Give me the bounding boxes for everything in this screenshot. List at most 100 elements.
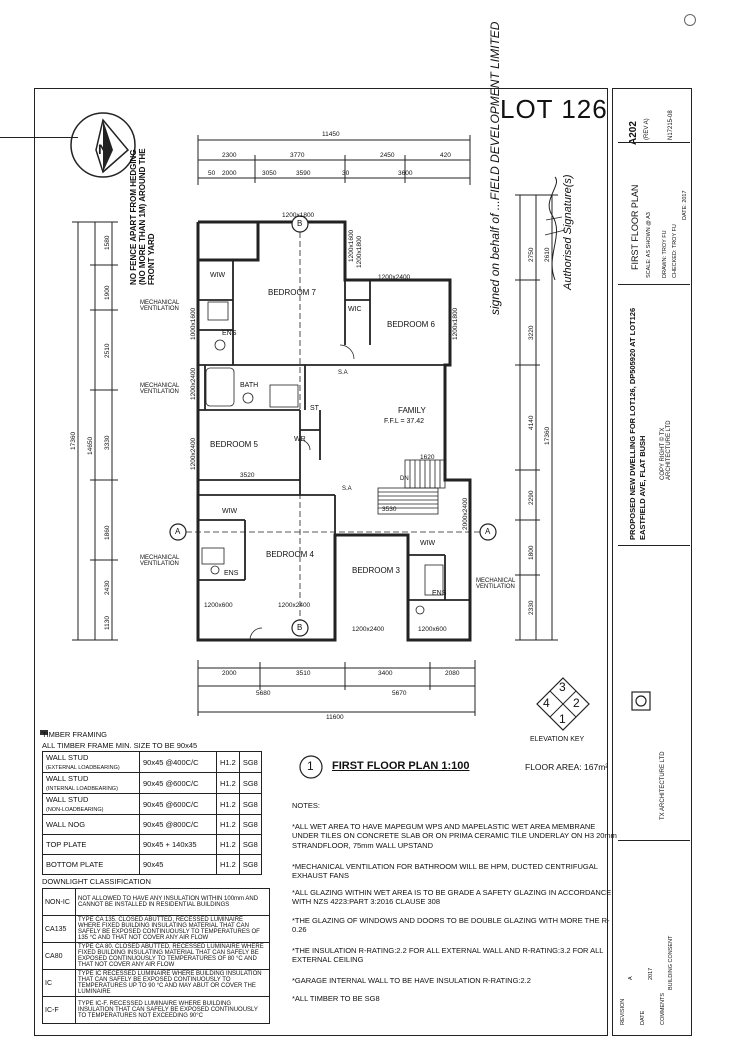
scale-text: SCALE: AS SHOWN @ A3 <box>646 212 652 278</box>
ventilation-label: MECHANICAL VENTILATION <box>140 555 180 567</box>
timber-treatment: H1.2 <box>216 751 240 773</box>
timber-treatment: H1.2 <box>216 772 240 794</box>
timber-member: BOTTOM PLATE <box>42 854 140 875</box>
bottom-dim: 5670 <box>392 690 407 697</box>
job-number: N17215-08 <box>668 110 674 140</box>
timber-treatment: H1.2 <box>216 834 240 855</box>
lot-title: LOT 126 <box>500 94 608 124</box>
timber-grade: SG8 <box>238 793 262 815</box>
title-block-divider <box>618 840 690 841</box>
timber-framing-subtitle: ALL TIMBER FRAME MIN. SIZE TO BE 90x45 <box>42 741 198 750</box>
timber-size: 90x45 <box>139 854 217 875</box>
drawing-date: DATE: 2017 <box>682 190 688 220</box>
drawing-number-circle <box>299 755 323 779</box>
room-wic: WIC <box>348 306 362 313</box>
room-bedroom-3: BEDROOM 3 <box>352 566 401 575</box>
top-dim: 50 <box>208 170 216 177</box>
ventilation-label: MECHANICAL VENTILATION <box>476 578 516 590</box>
elevation-key-2: 2 <box>573 696 580 710</box>
left-dim-overall: 17360 <box>70 431 77 450</box>
revision-code: A <box>628 976 634 980</box>
elevation-key-4: 4 <box>543 696 550 710</box>
timber-size: 90x45 @400C/C <box>139 751 217 773</box>
dimension-label: 3520 <box>240 472 255 479</box>
window-label: 2000x2400 <box>462 497 469 530</box>
left-dim: 2510 <box>104 343 111 358</box>
note-item: *THE INSULATION R-RATING:2.2 FOR ALL EXT… <box>292 946 604 965</box>
north-arrow-icon: N <box>70 112 136 178</box>
elevation-key-label: ELEVATION KEY <box>530 736 585 743</box>
drawing-number: 1 <box>307 759 314 773</box>
left-dim: 1130 <box>104 616 111 630</box>
signature-note: signed on behalf of ...FIELD DEVELOPMENT… <box>488 21 502 315</box>
floor-plan-drawing <box>72 135 558 716</box>
drawn-by: DRAWN: TROY FU <box>662 230 668 278</box>
dimension-label: 3530 <box>382 506 397 513</box>
room-ensuite-3: ENS <box>432 590 447 597</box>
fence-note: NO FENCE APART FROM HEDGING (NO MORE THA… <box>129 148 156 285</box>
room-bedroom-4: BEDROOM 4 <box>266 550 315 559</box>
top-dim: 3770 <box>290 152 305 159</box>
sheet-revision: (REV A) <box>644 118 650 140</box>
timber-member: TOP PLATE <box>42 834 140 855</box>
note-item: *MECHANICAL VENTILATION FOR BATHROOM WIL… <box>292 862 598 881</box>
timber-framing-table: WALL STUD(EXTERNAL LOADBEARING) 90x45 @4… <box>42 751 262 875</box>
ventilation-label: MECHANICAL VENTILATION <box>140 383 180 395</box>
section-b-bottom-label: B <box>297 623 303 632</box>
note-item: *THE GLAZING OF WINDOWS AND DOORS TO BE … <box>292 916 610 935</box>
top-dim: 2300 <box>222 152 237 159</box>
downlight-description: TYPE CA 80. CLOSED ABUTTED, RECESSED LUM… <box>75 942 270 970</box>
downlight-code: NON-IC <box>42 888 76 916</box>
timber-member: WALL NOG <box>42 814 140 835</box>
left-dim: 14650 <box>87 436 94 455</box>
right-dim: 4140 <box>528 415 535 430</box>
table-row: TOP PLATE 90x45 + 140x35 H1.2 SG8 <box>42 834 262 855</box>
window-label: 1200x600 <box>418 626 447 633</box>
timber-treatment: H1.2 <box>216 854 240 875</box>
left-dim: 3330 <box>104 435 111 450</box>
room-bedroom-7: BEDROOM 7 <box>268 288 317 297</box>
timber-grade: SG8 <box>238 772 262 794</box>
window-label: 1200x2400 <box>190 367 197 400</box>
right-dim: 1800 <box>528 545 535 560</box>
room-wiw-top: WIW <box>210 272 226 279</box>
downlight-title: DOWNLIGHT CLASSIFICATION <box>42 877 151 886</box>
window-label: 1200x2400 <box>190 437 197 470</box>
timber-grade: SG8 <box>238 751 262 773</box>
room-bath: BATH <box>240 382 259 389</box>
dimension-label: 1620 <box>420 454 435 461</box>
window-label: 1200x1800 <box>356 235 363 268</box>
room-wr: WR <box>294 436 306 443</box>
downlight-description: TYPE IC RECESSED LUMINAIRE WHERE BUILDIN… <box>75 969 270 997</box>
bottom-dim: 2000 <box>222 670 237 677</box>
note-item: *ALL GLAZING WITHIN WET AREA IS TO BE GR… <box>292 888 612 907</box>
room-wiw-mid: WIW <box>222 508 238 515</box>
right-dim: 2290 <box>528 490 535 505</box>
checked-by: CHECKED: TROY FU <box>672 224 678 278</box>
room-storage: ST <box>310 405 319 412</box>
timber-member-note: (NON-LOADBEARING) <box>46 807 104 813</box>
bottom-dim-overall: 11600 <box>326 714 344 721</box>
timber-grade: SG8 <box>238 854 262 875</box>
room-bedroom-6: BEDROOM 6 <box>387 320 436 329</box>
downlight-description: TYPE IC-F. RECESSED LUMINAIRE WHERE BUIL… <box>75 996 270 1024</box>
title-block-divider <box>618 284 690 285</box>
signature-scribble <box>544 176 566 281</box>
top-dim-overall: 11450 <box>322 131 340 138</box>
bottom-dim: 3400 <box>378 670 393 677</box>
revision-heading: REVISION <box>620 998 626 1025</box>
table-row: BOTTOM PLATE 90x45 H1.2 SG8 <box>42 854 262 875</box>
timber-member-note: (EXTERNAL LOADBEARING) <box>46 765 120 771</box>
window-label: 1200x1600 <box>348 229 355 262</box>
sheet-title: FIRST FLOOR PLAN <box>630 184 640 270</box>
section-b-top-label: B <box>297 219 303 228</box>
floor-level: F.F.L = 37.42 <box>384 418 425 425</box>
right-dim: 2750 <box>528 247 535 262</box>
revision-date: 2017 <box>648 967 654 980</box>
note-item: *GARAGE INTERNAL WALL TO BE HAVE INSULAT… <box>292 976 531 985</box>
revision-comment: BUILDING CONSENT <box>668 935 674 990</box>
downlight-code: CA135 <box>42 915 76 943</box>
